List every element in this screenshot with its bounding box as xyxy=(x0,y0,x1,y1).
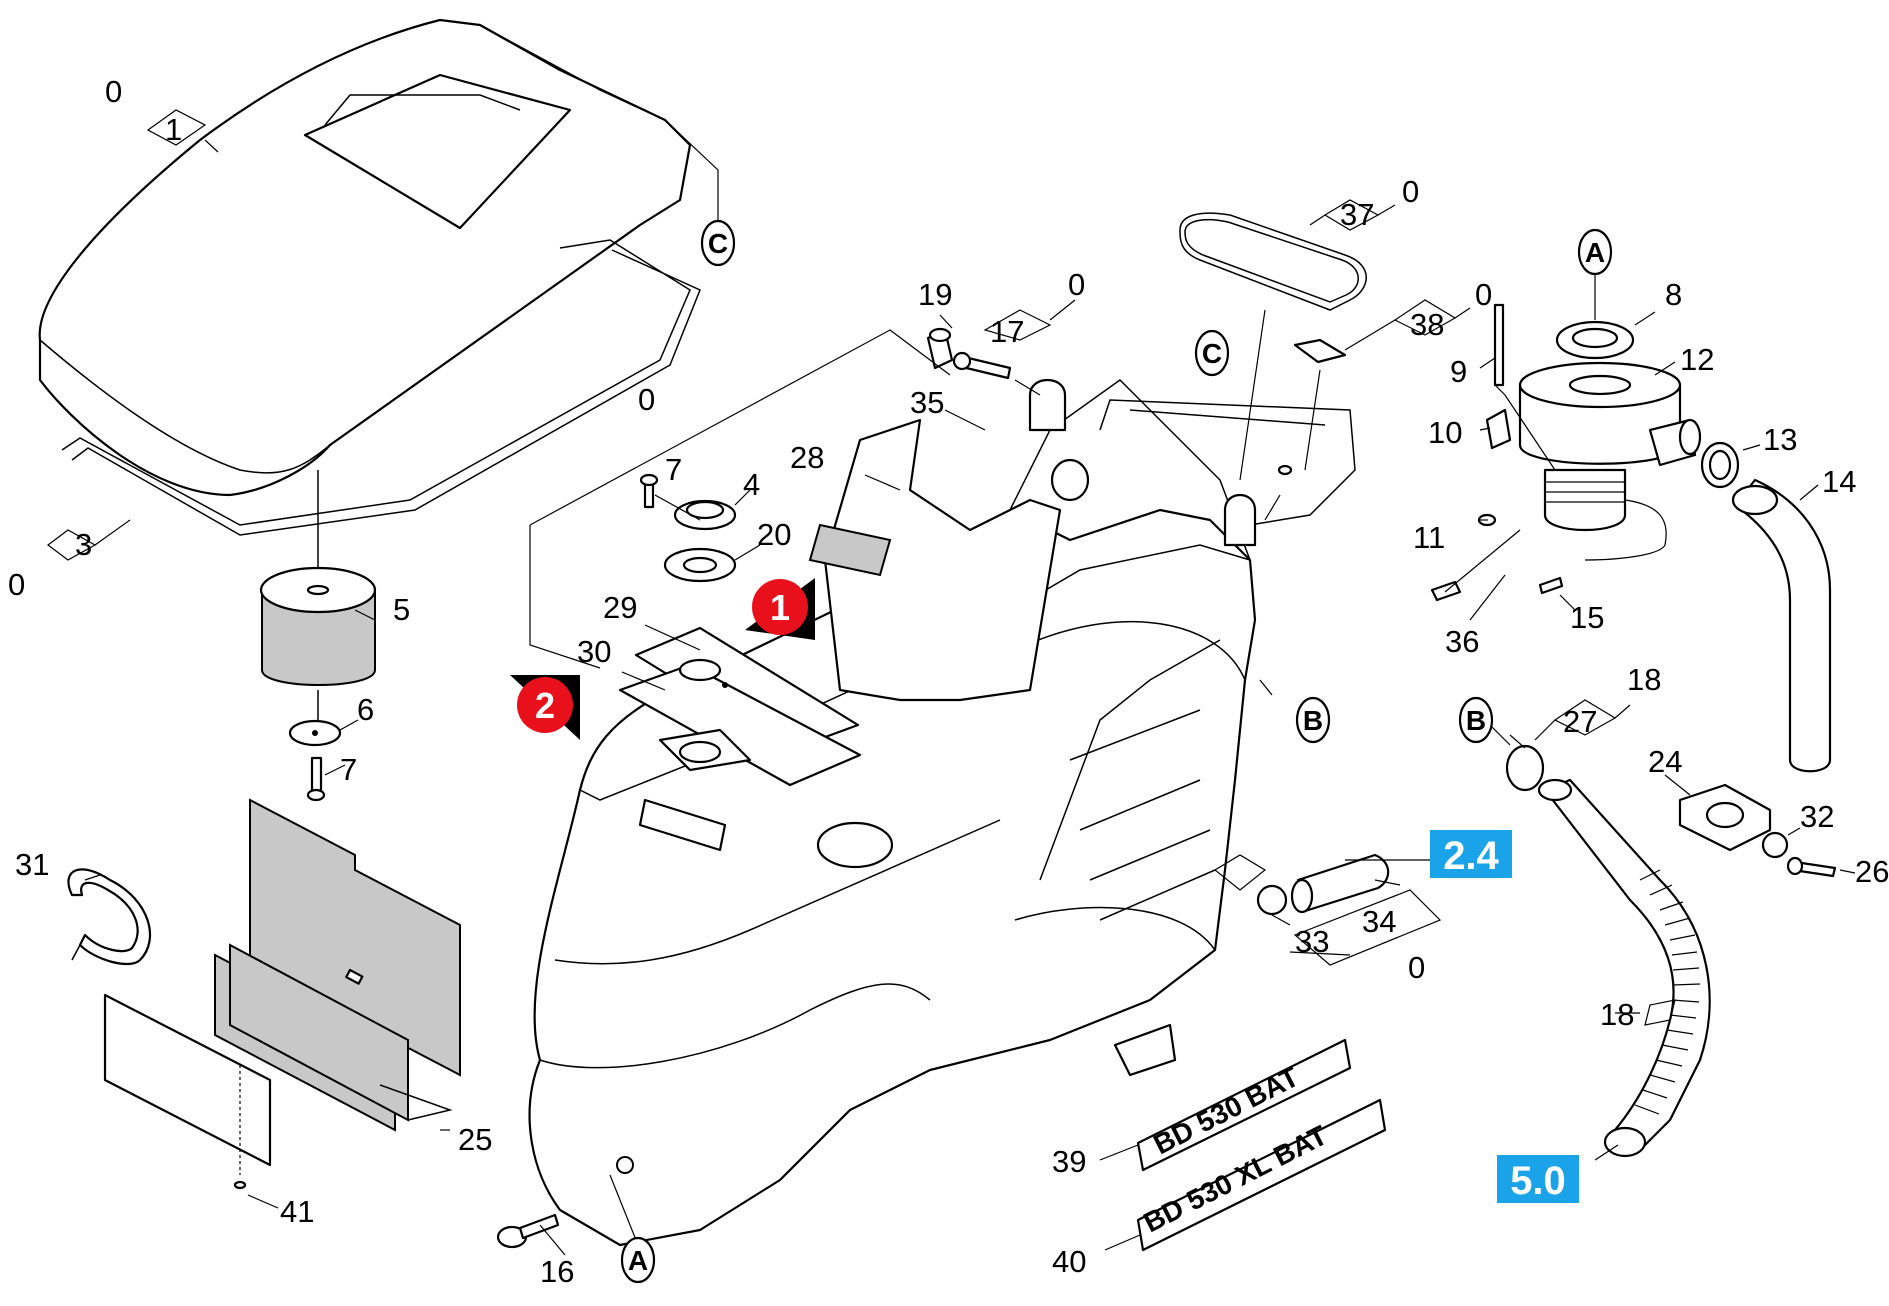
clamp-part xyxy=(1700,441,1740,489)
part-number-12: 12 xyxy=(1680,342,1714,377)
part-number-30: 30 xyxy=(577,634,611,669)
part-number-35: 35 xyxy=(910,385,944,420)
leader-lines xyxy=(47,109,1856,1256)
drain-plug-parts xyxy=(1256,853,1390,916)
part-number-18-hose: 18 xyxy=(1600,997,1634,1032)
part-number-27: 27 xyxy=(1563,704,1597,739)
connector-b-hose: B xyxy=(1458,696,1494,744)
part-number-4: 4 xyxy=(743,467,760,502)
part-number-0-bolt: 0 xyxy=(1068,267,1085,302)
part-number-0-seal: 0 xyxy=(8,567,25,602)
reference-badge-5-0[interactable]: 5.0 xyxy=(1497,1155,1579,1203)
part-number-36: 36 xyxy=(1445,624,1479,659)
part-number-7-upper: 7 xyxy=(665,452,682,487)
part-number-0-plug: 0 xyxy=(1408,950,1425,985)
connector-c-body: C xyxy=(1194,329,1230,377)
side-plate-part xyxy=(103,993,272,1190)
part-number-16: 16 xyxy=(540,1254,574,1289)
washer-screw-parts xyxy=(1761,831,1837,878)
part-number-31: 31 xyxy=(15,847,49,882)
o-ring-part xyxy=(1505,744,1545,792)
connector-b-body: B xyxy=(1295,696,1331,744)
hose-elbow-part xyxy=(1731,478,1832,773)
part-number-20: 20 xyxy=(757,517,791,552)
part-number-7-lower: 7 xyxy=(340,752,357,787)
svg-text:1: 1 xyxy=(770,587,790,628)
part-number-41: 41 xyxy=(280,1194,314,1229)
svg-text:A: A xyxy=(1585,237,1605,268)
cover-lid-part xyxy=(38,18,692,497)
washer-part xyxy=(288,719,342,747)
part-number-28: 28 xyxy=(790,440,824,475)
part-number-34: 34 xyxy=(1362,904,1396,939)
svg-text:2.4: 2.4 xyxy=(1443,834,1499,878)
hose-bracket-part xyxy=(1678,783,1772,852)
part-number-labels: 0 1 3 0 5 6 7 31 25 41 16 0 7 4 20 29 30… xyxy=(8,74,1889,1289)
screw-upper-part xyxy=(639,473,659,509)
part-number-32: 32 xyxy=(1800,799,1834,834)
part-number-40: 40 xyxy=(1052,1244,1086,1279)
part-number-17: 17 xyxy=(990,314,1024,349)
part-number-10: 10 xyxy=(1428,415,1462,450)
bushing-and-bolt-parts xyxy=(926,327,1012,380)
callout-marker-1: 1 xyxy=(745,578,815,640)
hose-clamp-part xyxy=(67,868,152,965)
part-number-6: 6 xyxy=(357,692,374,727)
part-number-5: 5 xyxy=(393,592,410,627)
part-number-19: 19 xyxy=(918,277,952,312)
part-number-25: 25 xyxy=(458,1122,492,1157)
suction-hose-part xyxy=(1537,778,1711,1158)
tank-seal-part xyxy=(1179,212,1367,311)
part-number-13: 13 xyxy=(1763,422,1797,457)
svg-text:B: B xyxy=(1466,705,1486,736)
filter-plates-part xyxy=(214,798,461,1132)
connector-markers: C C B B A A xyxy=(620,219,1613,1284)
damper-parts xyxy=(1477,303,1512,527)
connector-a-body: A xyxy=(620,1236,656,1284)
part-number-33: 33 xyxy=(1295,924,1329,959)
part-number-38: 38 xyxy=(1410,307,1444,342)
reference-badge-2-4[interactable]: 2.4 xyxy=(1430,830,1512,878)
screw-lower-part xyxy=(306,756,326,802)
lid-seal-part xyxy=(61,239,701,536)
part-number-0-body: 0 xyxy=(638,382,655,417)
part-number-15: 15 xyxy=(1570,600,1604,635)
part-number-0-sticker: 0 xyxy=(1475,277,1492,312)
mounting-plate-part xyxy=(618,626,862,787)
svg-text:B: B xyxy=(1303,705,1323,736)
svg-text:2: 2 xyxy=(535,685,555,726)
part-number-3: 3 xyxy=(75,527,92,562)
svg-text:C: C xyxy=(708,228,728,259)
part-number-11: 11 xyxy=(1413,520,1445,555)
part-number-0-seal-top: 0 xyxy=(1402,174,1419,209)
part-number-0-cover: 0 xyxy=(105,74,122,109)
ring-parts xyxy=(663,499,737,583)
connector-a-motor: A xyxy=(1577,228,1613,276)
tank-insert-part xyxy=(808,418,1062,702)
part-number-26: 26 xyxy=(1855,854,1889,889)
svg-text:C: C xyxy=(1202,338,1222,369)
svg-text:A: A xyxy=(628,1245,648,1276)
sticker-part xyxy=(1293,338,1347,364)
part-number-37: 37 xyxy=(1340,197,1374,232)
part-number-18-ring: 18 xyxy=(1627,662,1661,697)
part-number-24: 24 xyxy=(1648,744,1682,779)
callout-marker-2: 2 xyxy=(510,675,580,740)
filter-cartridge-part xyxy=(259,470,377,720)
part-number-14: 14 xyxy=(1822,464,1856,499)
part-number-1: 1 xyxy=(165,112,182,147)
bolt-part xyxy=(496,1213,560,1249)
part-number-29: 29 xyxy=(603,590,637,625)
connector-parts xyxy=(1430,529,1564,602)
part-number-9: 9 xyxy=(1450,354,1467,389)
suction-motor-part xyxy=(1518,320,1702,561)
part-number-8: 8 xyxy=(1665,277,1682,312)
svg-text:5.0: 5.0 xyxy=(1510,1159,1566,1203)
connector-c-lid: C xyxy=(700,219,736,267)
part-number-39: 39 xyxy=(1052,1144,1086,1179)
